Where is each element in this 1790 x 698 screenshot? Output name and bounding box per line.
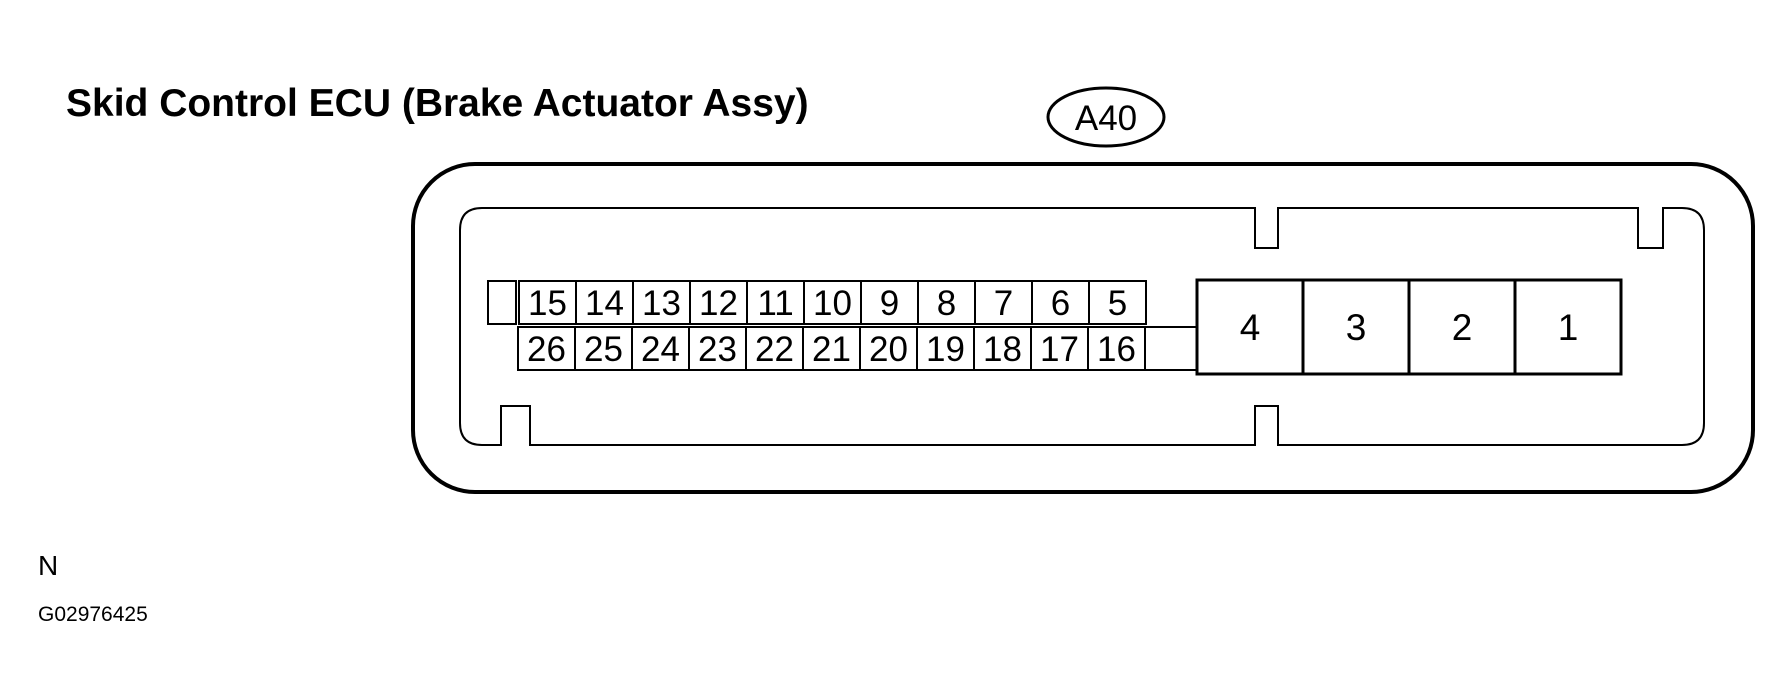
pin-cavity bbox=[973, 326, 1032, 371]
pin-cavity bbox=[1031, 280, 1090, 325]
connector-title: Skid Control ECU (Brake Actuator Assy) bbox=[66, 82, 809, 125]
pin-label: 23 bbox=[698, 330, 737, 369]
pin-label: 24 bbox=[641, 330, 680, 369]
pin-label: 14 bbox=[585, 284, 624, 323]
connector-code-text: A40 bbox=[1075, 99, 1137, 138]
pin-cavity bbox=[688, 326, 747, 371]
pin-label: 16 bbox=[1097, 330, 1136, 369]
large-pin-label: 3 bbox=[1346, 307, 1367, 348]
connector-housing-inner bbox=[459, 207, 1705, 446]
large-pin-cavity bbox=[1407, 278, 1517, 376]
large-pin-label: 1 bbox=[1558, 307, 1579, 348]
pin-cavity bbox=[518, 280, 577, 325]
pin-cavity bbox=[745, 326, 804, 371]
pin-label: 12 bbox=[699, 284, 738, 323]
figure-id: G02976425 bbox=[38, 603, 148, 626]
pin-label: 10 bbox=[813, 284, 852, 323]
pin-cavity bbox=[859, 326, 918, 371]
pin-cavity bbox=[574, 326, 633, 371]
large-pin-cavity bbox=[1195, 278, 1305, 376]
pin-label: 25 bbox=[584, 330, 623, 369]
pin-label: 18 bbox=[983, 330, 1022, 369]
pin-label: 13 bbox=[642, 284, 681, 323]
blank-cavity bbox=[487, 280, 517, 325]
pin-cavity bbox=[1088, 280, 1147, 325]
pin-label: 21 bbox=[812, 330, 851, 369]
pin-label: 20 bbox=[869, 330, 908, 369]
pin-cavity bbox=[746, 280, 805, 325]
pin-label: 19 bbox=[926, 330, 965, 369]
pin-label: 8 bbox=[937, 284, 956, 323]
pin-label: 17 bbox=[1040, 330, 1079, 369]
pin-cavity bbox=[917, 280, 976, 325]
large-pin-label: 2 bbox=[1452, 307, 1473, 348]
connector-code-tag: A40 bbox=[1046, 86, 1166, 148]
large-pin-block: 4 3 2 1 bbox=[1195, 278, 1623, 376]
pin-label: 26 bbox=[527, 330, 566, 369]
large-pin-label: 4 bbox=[1240, 307, 1261, 348]
pin-label: 15 bbox=[528, 284, 567, 323]
pin-label: 6 bbox=[1051, 284, 1070, 323]
pin-label: 22 bbox=[755, 330, 794, 369]
pin-label: 11 bbox=[757, 284, 793, 323]
pin-label: 7 bbox=[994, 284, 1013, 323]
pin-label: 5 bbox=[1108, 284, 1127, 323]
pin-cavity bbox=[575, 280, 634, 325]
pin-label: 9 bbox=[880, 284, 899, 323]
blank-cavity bbox=[1144, 326, 1198, 371]
view-letter: N bbox=[38, 550, 59, 581]
large-pin-cavity bbox=[1513, 278, 1623, 376]
